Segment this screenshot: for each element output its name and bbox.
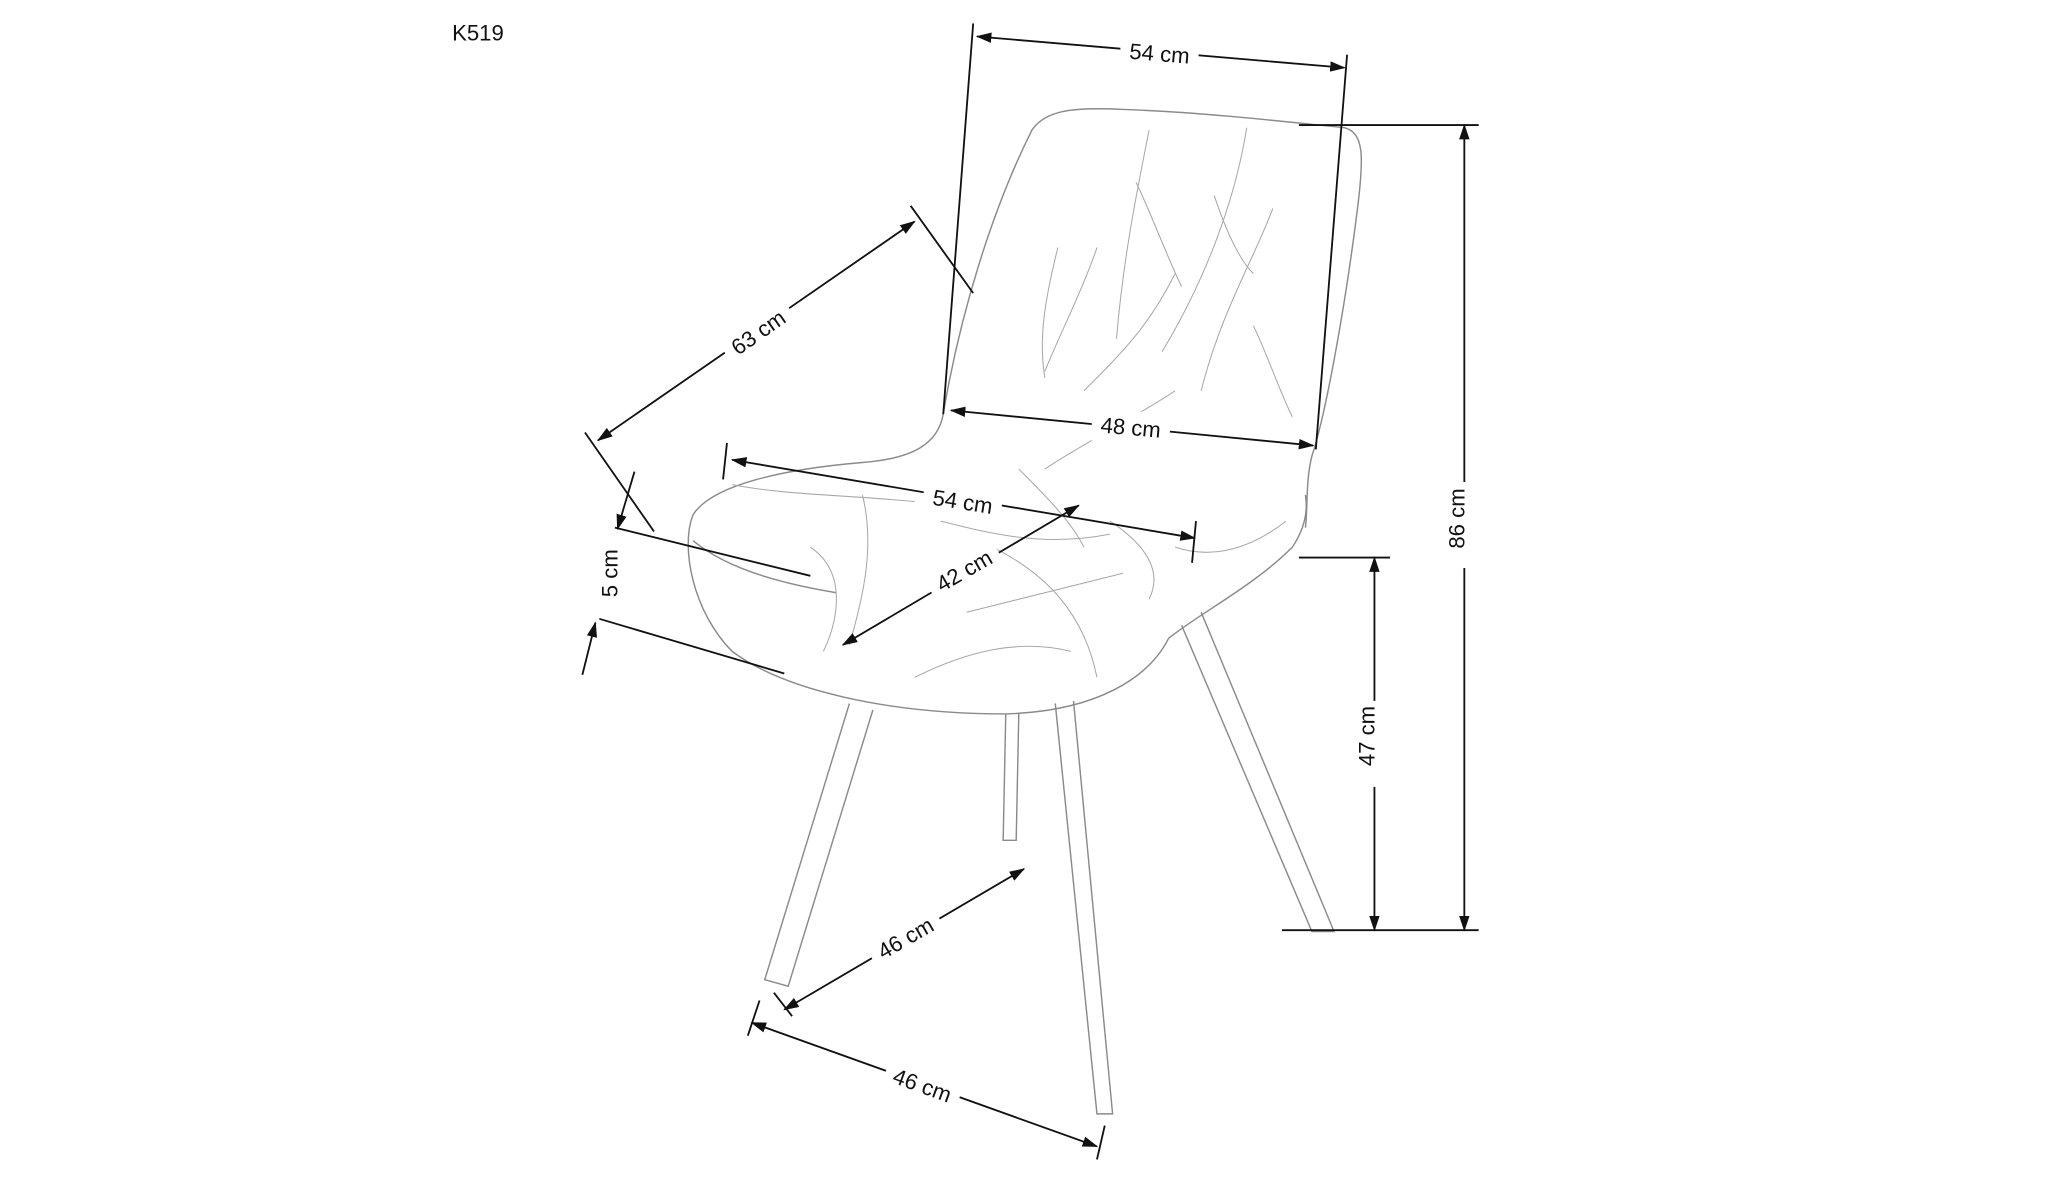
dimension-leg-span-side: 46 cm	[773, 868, 1026, 1017]
model-code: K519	[452, 20, 504, 45]
chair-outline	[687, 107, 1363, 1115]
label-total-height: 86 cm	[1444, 488, 1469, 548]
dimension-depth: 63 cm	[584, 205, 974, 533]
dimension-leg-span-front: 46 cm	[746, 1000, 1106, 1160]
label-seat-thickness: 5 cm	[598, 549, 623, 597]
dimension-backrest-width: 54 cm	[942, 23, 1348, 450]
dimension-inner-back-width: 48 cm	[949, 406, 1315, 450]
label-seat-height: 47 cm	[1354, 706, 1379, 766]
dimension-total-height: 86 cm	[1281, 123, 1480, 932]
label-inner-back-width: 48 cm	[1100, 413, 1162, 443]
dimension-seat-width: 54 cm	[722, 442, 1197, 563]
label-backrest-width: 54 cm	[1129, 39, 1191, 69]
dimension-seat-height: 47 cm	[1298, 556, 1391, 932]
dimension-seat-thickness: 5 cm	[581, 471, 811, 676]
